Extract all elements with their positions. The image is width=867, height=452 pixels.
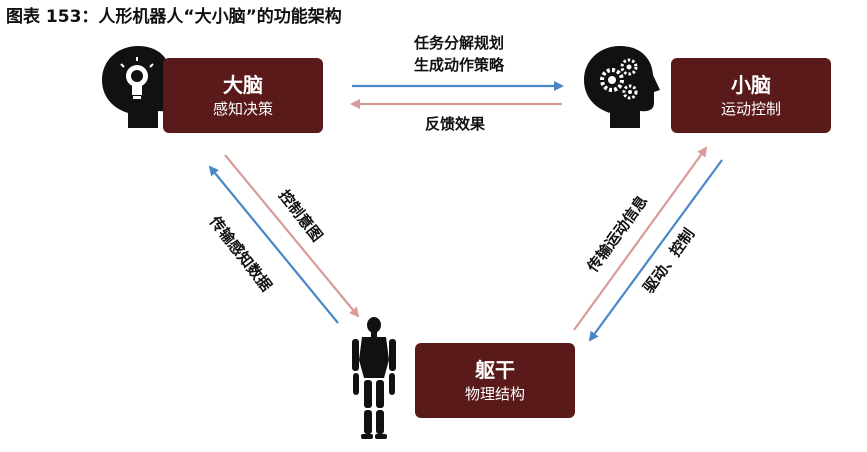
head-lightbulb-icon xyxy=(102,46,178,128)
node-brain: 大脑 感知决策 xyxy=(163,58,323,133)
arrow-torso-to-cerebellum xyxy=(573,146,708,331)
humanoid-robot-icon xyxy=(352,317,396,439)
arrow-brain-to-torso xyxy=(224,154,360,318)
arrow-torso-to-brain xyxy=(208,165,339,324)
figure-title: 图表 153：人形机器人“大小脑”的功能架构 xyxy=(6,7,342,27)
node-cerebellum-subtitle: 运动控制 xyxy=(720,99,781,118)
node-torso: 躯干 物理结构 xyxy=(415,343,575,418)
edge-label-task-planning: 任务分解规划 xyxy=(414,34,505,52)
node-brain-subtitle: 感知决策 xyxy=(212,99,273,118)
head-gears-icon xyxy=(584,46,660,128)
arrow-cerebellum-to-torso xyxy=(588,159,723,342)
edge-label-action-strategy: 生成动作策略 xyxy=(414,56,505,74)
edge-label-feedback: 反馈效果 xyxy=(425,115,486,133)
node-cerebellum: 小脑 运动控制 xyxy=(671,58,831,133)
node-torso-title: 躯干 xyxy=(475,357,515,382)
node-cerebellum-title: 小脑 xyxy=(731,72,771,97)
node-torso-subtitle: 物理结构 xyxy=(464,384,525,403)
node-brain-title: 大脑 xyxy=(223,72,263,97)
